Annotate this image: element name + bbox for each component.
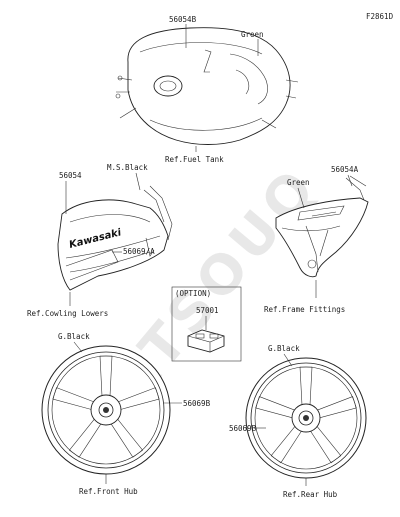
cowling-drawing: Kawasaki (57, 185, 173, 291)
rear-wheel-color: G.Black (268, 344, 300, 353)
front-wheel-part-no: 56069B (183, 399, 211, 408)
front-wheel-ref: Ref.Front Hub (79, 487, 138, 496)
frame-cover-part-no: 56054A (331, 165, 359, 174)
option-clip-drawing (187, 329, 225, 353)
frame-cover-drawing (275, 175, 369, 278)
cowling-ref: Ref.Cowling Lowers (27, 309, 108, 318)
rear-wheel-drawing (245, 357, 367, 479)
tank-ref: Ref.Fuel Tank (165, 155, 224, 164)
figure-code: F2861D (366, 12, 394, 21)
tank-decal-part-no: 56054B (169, 15, 197, 24)
option-part-no: 57001 (196, 306, 219, 315)
option-title: (OPTION) (175, 289, 211, 298)
frame-cover-ref: Ref.Frame Fittings (264, 305, 345, 314)
option-box (171, 286, 242, 362)
front-wheel-drawing (41, 345, 171, 475)
tank-decal-color: Green (241, 30, 264, 39)
fuel-tank-drawing (115, 27, 299, 145)
frame-cover-color: Green (287, 178, 310, 187)
rear-wheel-part-no: 56069B (229, 424, 257, 433)
cowling-part-no: 56054 (59, 171, 82, 180)
rear-wheel-ref: Ref.Rear Hub (283, 490, 338, 499)
cowling-lower-part-no: 56069/A (123, 247, 155, 256)
cowling-color: M.S.Black (107, 163, 148, 172)
front-wheel-color: G.Black (58, 332, 90, 341)
